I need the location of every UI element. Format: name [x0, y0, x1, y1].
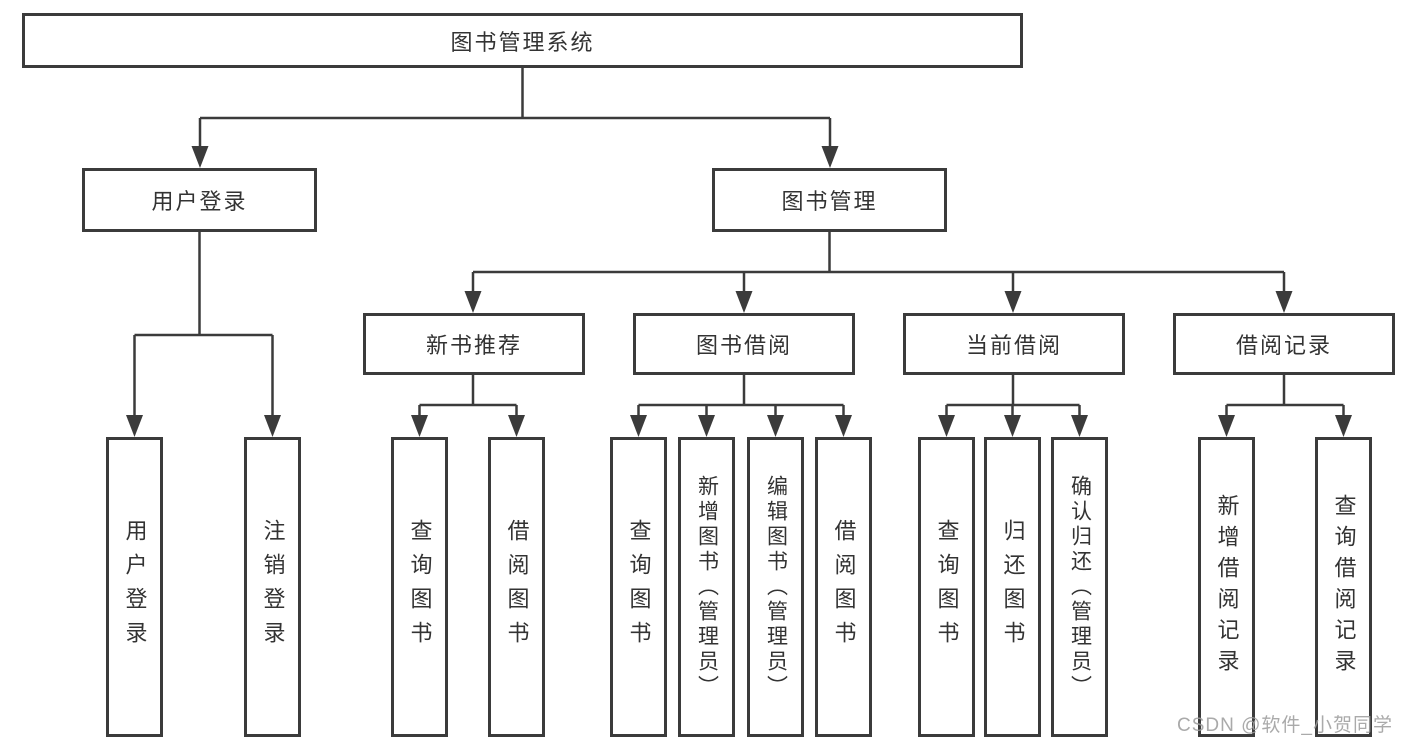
leaf-logout: 注销登录 — [244, 437, 301, 737]
node-book-borrow: 图书借阅 — [633, 313, 855, 375]
node-book-management: 图书管理 — [712, 168, 947, 232]
watermark-text: CSDN @软件_小贺同学 — [1177, 715, 1393, 736]
leaf-borrow-books-recommend: 借阅图书 — [488, 437, 545, 737]
leaf-confirm-return-admin: 确认归还（管理员） — [1051, 437, 1108, 737]
node-current-borrow: 当前借阅 — [903, 313, 1125, 375]
leaf-borrow-books: 借阅图书 — [815, 437, 872, 737]
leaf-edit-book-admin: 编辑图书（管理员） — [747, 437, 804, 737]
leaf-query-borrow-record: 查询借阅记录 — [1315, 437, 1372, 737]
node-new-book-recommend: 新书推荐 — [363, 313, 585, 375]
leaf-return-book: 归还图书 — [984, 437, 1041, 737]
leaf-add-book-admin: 新增图书（管理员） — [678, 437, 735, 737]
leaf-query-books-current: 查询图书 — [918, 437, 975, 737]
leaf-user-login: 用户登录 — [106, 437, 163, 737]
leaf-add-borrow-record: 新增借阅记录 — [1198, 437, 1255, 737]
node-user-login: 用户登录 — [82, 168, 317, 232]
node-root: 图书管理系统 — [22, 13, 1023, 68]
leaf-query-books-recommend: 查询图书 — [391, 437, 448, 737]
arrowhead-group — [126, 146, 1352, 437]
node-borrow-records: 借阅记录 — [1173, 313, 1395, 375]
leaf-query-books-borrow: 查询图书 — [610, 437, 667, 737]
